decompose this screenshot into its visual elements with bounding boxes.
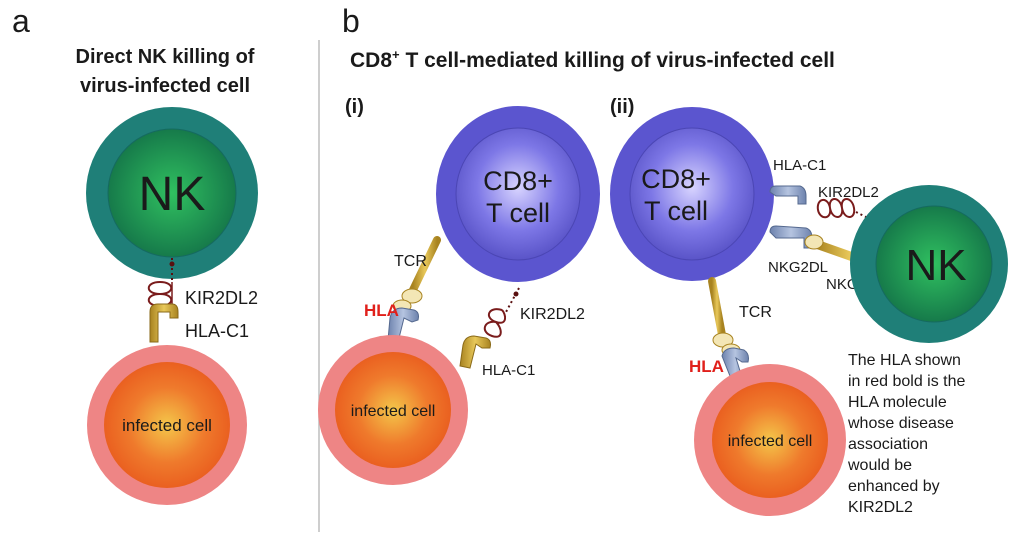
infected-cell-ii-label: infected cell bbox=[728, 433, 813, 450]
note-line: KIR2DL2 bbox=[848, 499, 913, 516]
cd8-t-cell-ii-line1: CD8+ bbox=[641, 164, 711, 194]
tcr-ii-label: TCR bbox=[739, 304, 772, 321]
kir2dl2-ii-label: KIR2DL2 bbox=[818, 184, 879, 201]
note-line: enhanced by bbox=[848, 478, 940, 495]
note-line: association bbox=[848, 436, 928, 453]
panel-b-title: CD8+ T cell-mediated killing of virus-in… bbox=[350, 47, 835, 72]
nkg2dl-ii-label: NKG2DL bbox=[768, 259, 828, 276]
cd8-t-cell-i-line2: T cell bbox=[486, 198, 550, 228]
panel-b-letter: b bbox=[342, 3, 360, 39]
tcr-ii bbox=[708, 277, 741, 357]
cd8-t-cell-i: CD8+ T cell bbox=[436, 106, 600, 282]
infected-cell-i-label: infected cell bbox=[351, 403, 436, 420]
cd8-t-cell-ii-line2: T cell bbox=[644, 196, 708, 226]
panel-a: a Direct NK killing of virus-infected ce… bbox=[12, 3, 258, 505]
panel-a-title-line1: Direct NK killing of bbox=[76, 46, 255, 68]
hla-c1-label: HLA-C1 bbox=[185, 321, 249, 341]
kir2dl2-i bbox=[483, 287, 520, 338]
nk-cell-ii-label: NK bbox=[905, 241, 966, 290]
hla-ii-label: HLA bbox=[689, 357, 724, 376]
infected-cell-a: infected cell bbox=[87, 345, 247, 505]
hla-c1-ii-label: HLA-C1 bbox=[773, 157, 826, 174]
sub-ii-label: (ii) bbox=[610, 96, 634, 118]
panel-b-title-sup: + bbox=[392, 47, 400, 62]
hla-c1-ligand bbox=[149, 303, 179, 343]
hla-c1-ii bbox=[769, 185, 807, 205]
cd8-t-cell-ii: CD8+ T cell bbox=[610, 107, 774, 281]
nk-cell: NK bbox=[86, 107, 258, 279]
panel-a-letter: a bbox=[12, 3, 30, 39]
note-line: HLA molecule bbox=[848, 394, 947, 411]
tcr-i-label: TCR bbox=[394, 253, 427, 270]
note-line: The HLA shown bbox=[848, 352, 961, 369]
kir2dl2-label: KIR2DL2 bbox=[185, 288, 258, 308]
panel-b-title-rest: T cell-mediated killing of virus-infecte… bbox=[400, 49, 835, 72]
tcr-i bbox=[392, 236, 441, 313]
sub-i-label: (i) bbox=[345, 96, 364, 118]
hla-c1-i bbox=[459, 335, 491, 369]
hla-c1-i-label: HLA-C1 bbox=[482, 362, 535, 379]
infected-cell-ii: infected cell bbox=[694, 364, 846, 516]
hla-i bbox=[387, 307, 419, 343]
nk-cell-label: NK bbox=[139, 168, 206, 221]
hla-i-label: HLA bbox=[364, 301, 399, 320]
infected-cell-a-label: infected cell bbox=[122, 416, 212, 435]
note-line: would be bbox=[847, 457, 912, 474]
note-line: in red bold is the bbox=[848, 373, 966, 390]
hla-ii bbox=[721, 347, 749, 387]
kir2dl2-i-label: KIR2DL2 bbox=[520, 306, 585, 323]
panel-b: b CD8+ T cell-mediated killing of virus-… bbox=[318, 3, 1008, 516]
cd8-t-cell-i-line1: CD8+ bbox=[483, 166, 553, 196]
note-line: whose disease bbox=[847, 415, 954, 432]
hla-note: The HLA shown in red bold is the HLA mol… bbox=[847, 352, 966, 516]
infected-cell-i: infected cell bbox=[318, 335, 468, 485]
panel-b-title-main: CD8 bbox=[350, 49, 392, 72]
nk-cell-ii: NK bbox=[850, 185, 1008, 343]
panel-a-title-line2: virus-infected cell bbox=[80, 75, 250, 97]
